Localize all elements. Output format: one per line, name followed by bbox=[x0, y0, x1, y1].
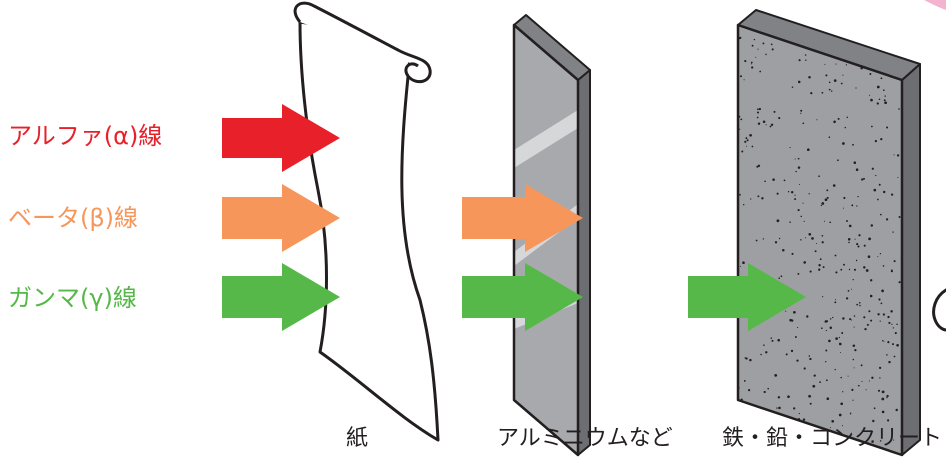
paper-sheet bbox=[293, 1, 440, 442]
aluminum-label: アルミニウムなど bbox=[497, 426, 673, 451]
gamma-ray-label: ガンマ(γ)線 bbox=[8, 284, 137, 312]
gamma-arrow-incoming bbox=[222, 263, 340, 331]
aluminum-plate bbox=[512, 14, 591, 457]
alpha-ray-label: アルファ(α)線 bbox=[8, 122, 163, 150]
beta-arrow-through-paper bbox=[462, 184, 583, 252]
concrete-label: 鉄・鉛・コンクリート bbox=[722, 426, 943, 451]
concrete-block bbox=[736, 9, 921, 457]
gamma-arrow-through-paper bbox=[462, 263, 583, 331]
pink-corner-decoration bbox=[924, 0, 946, 10]
gamma-arrow-through-aluminum bbox=[688, 263, 806, 331]
beta-arrow-incoming bbox=[222, 184, 340, 252]
paper-label: 紙 bbox=[346, 426, 369, 451]
beta-ray-label: ベータ(β)線 bbox=[8, 204, 139, 232]
partial-figure-outline bbox=[932, 288, 946, 332]
alpha-arrow bbox=[222, 104, 340, 172]
